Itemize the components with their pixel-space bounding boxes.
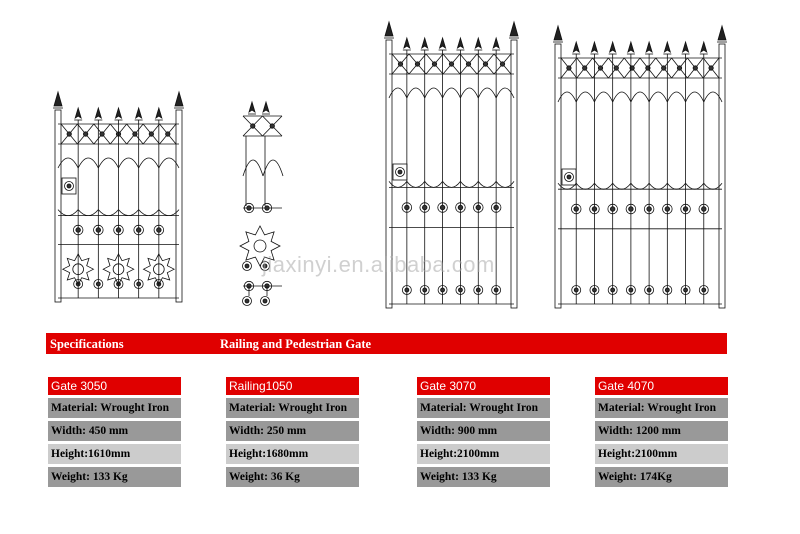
gate-3070-drawing xyxy=(384,20,519,309)
spec-column-railing-1050: Railing1050 Material: Wrought Iron Width… xyxy=(226,377,359,487)
gate-4070-drawing xyxy=(553,24,727,309)
height-row: Height:2100mm xyxy=(417,444,550,464)
spec-column-gate-4070: Gate 4070 Material: Wrought Iron Width: … xyxy=(595,377,728,487)
material-row: Material: Wrought Iron xyxy=(417,398,550,418)
section-title: Railing and Pedestrian Gate xyxy=(220,337,372,351)
railing-1050-drawing xyxy=(239,100,284,306)
weight-row: Weight: 133 Kg xyxy=(48,467,181,487)
product-name: Gate 4070 xyxy=(595,377,728,395)
material-row: Material: Wrought Iron xyxy=(48,398,181,418)
height-row: Height:1610mm xyxy=(48,444,181,464)
material-row: Material: Wrought Iron xyxy=(226,398,359,418)
width-row: Width: 450 mm xyxy=(48,421,181,441)
product-name: Gate 3070 xyxy=(417,377,550,395)
height-row: Height:2100mm xyxy=(595,444,728,464)
width-row: Width: 900 mm xyxy=(417,421,550,441)
product-name: Gate 3050 xyxy=(48,377,181,395)
watermark-text: jiaxinyi.en.alibaba.com xyxy=(262,252,495,277)
weight-row: Weight: 174Kg xyxy=(595,467,728,487)
specifications-label: Specifications xyxy=(50,337,124,351)
specifications-bar: Specifications Railing and Pedestrian Ga… xyxy=(46,333,727,354)
spec-column-gate-3070: Gate 3070 Material: Wrought Iron Width: … xyxy=(417,377,550,487)
gate-3050-drawing xyxy=(53,90,184,303)
material-row: Material: Wrought Iron xyxy=(595,398,728,418)
width-row: Width: 1200 mm xyxy=(595,421,728,441)
width-row: Width: 250 mm xyxy=(226,421,359,441)
product-drawings xyxy=(53,20,727,309)
height-row: Height:1680mm xyxy=(226,444,359,464)
product-name: Railing1050 xyxy=(226,377,359,395)
weight-row: Weight: 133 Kg xyxy=(417,467,550,487)
spec-column-gate-3050: Gate 3050 Material: Wrought Iron Width: … xyxy=(48,377,181,487)
weight-row: Weight: 36 Kg xyxy=(226,467,359,487)
